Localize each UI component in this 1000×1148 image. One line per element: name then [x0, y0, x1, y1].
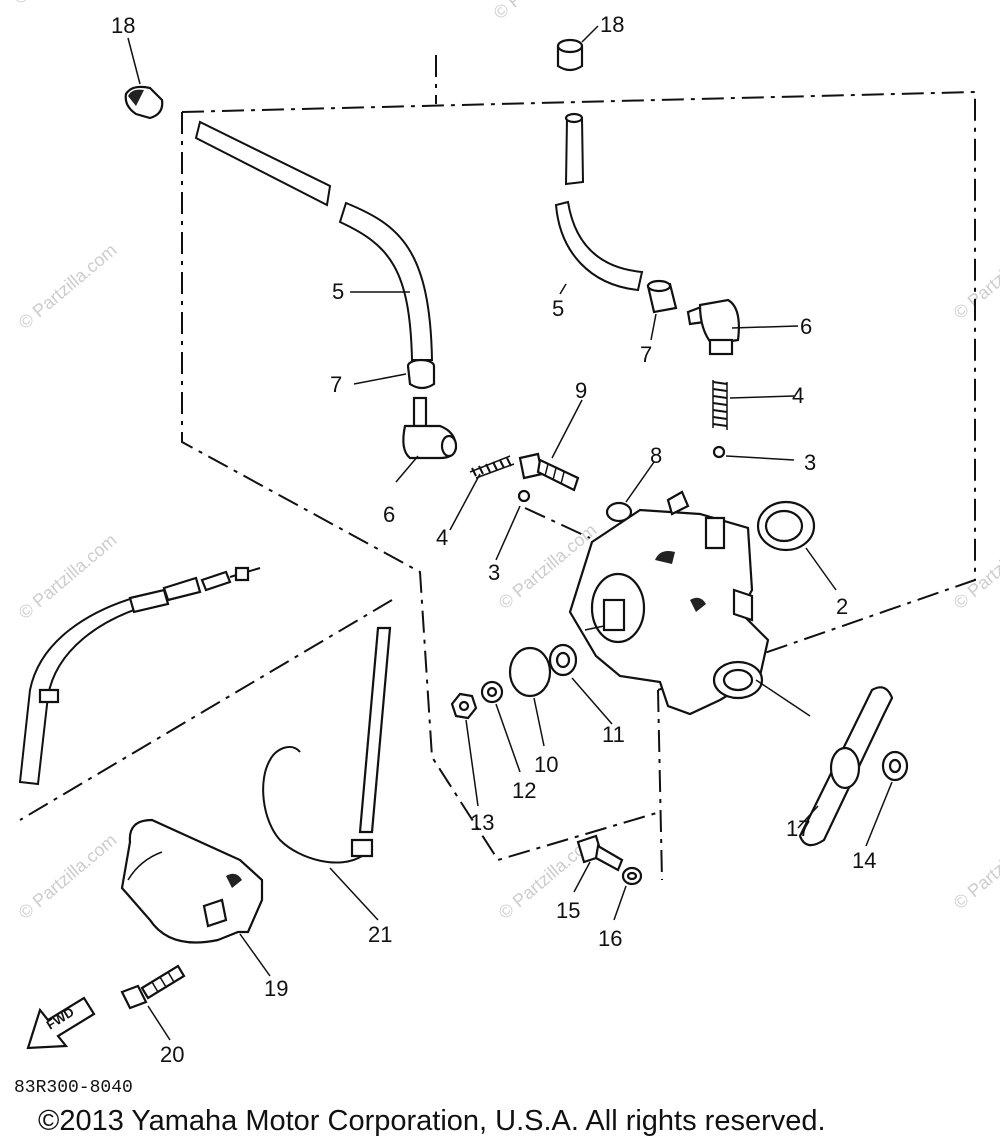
cable-21	[262, 626, 392, 864]
oil-pump-body	[568, 490, 770, 716]
pump-cover-19	[120, 818, 264, 944]
callout-3-right: 3	[804, 450, 816, 475]
leader-lines	[127, 25, 893, 1041]
callout-16: 16	[598, 926, 622, 951]
watermark: © Partzilla.com	[950, 520, 1000, 613]
callout-12: 12	[512, 778, 536, 803]
callout-20: 20	[160, 1042, 184, 1067]
watermark: © Partzilla.com	[490, 0, 596, 23]
bolt-9	[518, 452, 580, 492]
elbow-fitting-right	[686, 298, 740, 356]
spring-right	[712, 380, 728, 430]
callout-2: 2	[836, 594, 848, 619]
cable-upper-left	[18, 566, 261, 786]
plate-10	[508, 646, 552, 698]
screw-20	[120, 964, 186, 1010]
elbow-fitting-left	[402, 396, 458, 460]
cap-right	[556, 38, 584, 72]
callout-11: 11	[602, 722, 625, 747]
diagram-code: 83R300-8040	[14, 1078, 133, 1098]
callout-6-right: 6	[800, 314, 812, 339]
nut-13	[450, 692, 478, 720]
cap-left	[124, 85, 164, 120]
callout-7-left: 7	[330, 372, 342, 397]
assembly-outline	[19, 55, 976, 881]
callout-18-left: 18	[111, 13, 135, 38]
callout-4-right: 4	[792, 383, 804, 408]
callout-3-left: 3	[488, 560, 500, 585]
washer-11	[548, 643, 578, 677]
hose-clamp-left	[406, 358, 436, 390]
watermark: © Partzilla.com	[15, 240, 121, 333]
callout-5-right: 5	[552, 296, 564, 321]
callout-15: 15	[556, 898, 580, 923]
fuel-hose-right	[554, 112, 644, 292]
watermark: © Partzilla.com	[10, 0, 116, 8]
callout-8: 8	[650, 443, 662, 468]
callout-18-right: 18	[600, 12, 624, 37]
callout-labels: 18 18 5 5 6 7 7 9 4 4 8 3 3 6 2 11 10 12…	[111, 12, 876, 1067]
ball-right	[712, 445, 726, 459]
washer-12	[480, 680, 504, 704]
callout-19: 19	[264, 976, 288, 1001]
copyright-notice: ©2013 Yamaha Motor Corporation, U.S.A. A…	[38, 1105, 826, 1137]
hose-clamp-right	[646, 279, 678, 314]
callout-6-left: 6	[383, 502, 395, 527]
callout-9: 9	[575, 378, 587, 403]
callout-14: 14	[852, 848, 876, 873]
callout-5-left: 5	[332, 279, 344, 304]
washer-14	[881, 750, 909, 782]
fuel-hose-left	[194, 120, 434, 361]
watermark: © Partzilla.com	[15, 830, 121, 923]
ball-left	[517, 489, 531, 503]
watermark: © Partzilla.com	[950, 820, 1000, 913]
callout-13: 13	[470, 810, 494, 835]
washer-8	[605, 501, 633, 523]
oil-seal-2	[756, 500, 816, 552]
bolt-15	[576, 834, 624, 872]
callout-17: 17	[786, 816, 810, 841]
fwd-arrow-icon: FWD	[26, 996, 96, 1050]
washer-16	[621, 866, 643, 886]
callout-4-left: 4	[436, 525, 448, 550]
spring-left	[469, 455, 515, 479]
callout-10: 10	[534, 752, 558, 777]
gasket-17	[798, 686, 894, 847]
callout-7-right: 7	[640, 342, 652, 367]
callout-21: 21	[368, 922, 392, 947]
